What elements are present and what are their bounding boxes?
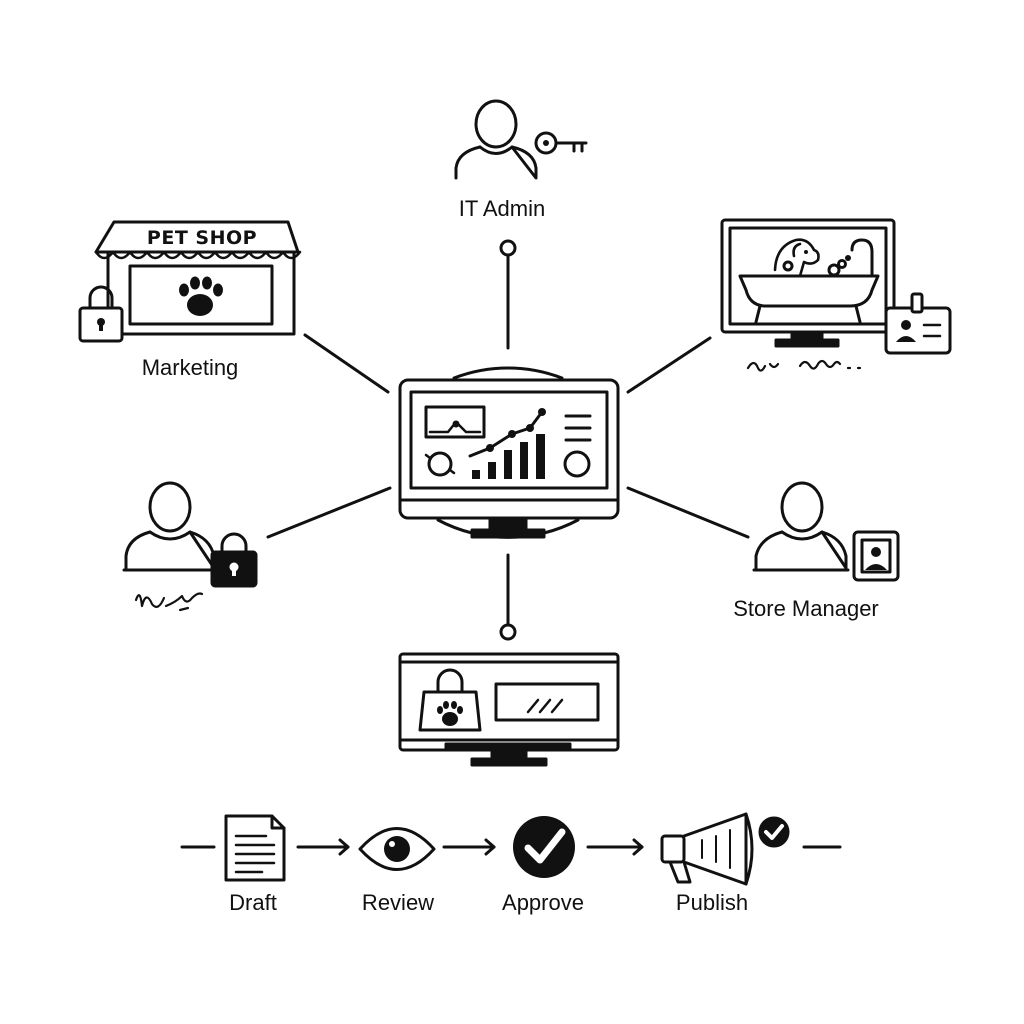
handwriting-scribble — [746, 359, 862, 372]
shopping-bag-monitor-icon — [398, 652, 620, 767]
connector-lines — [266, 239, 750, 641]
connector-marketing — [303, 333, 390, 394]
workflow-step-publish-label: Publish — [675, 890, 749, 915]
eye-icon — [358, 827, 436, 871]
padlock-icon — [210, 532, 258, 588]
connector-grooming — [626, 336, 712, 394]
paw-print-icon — [437, 701, 463, 726]
workflow-step-approve-label: Approve — [502, 890, 584, 915]
user-id-badge-icon — [752, 481, 900, 582]
pet-shop-sign-text: PET SHOP — [147, 227, 257, 249]
connector-node-top — [499, 239, 517, 257]
store-manager-label: Store Manager — [733, 596, 879, 621]
marketing-label: Marketing — [141, 355, 239, 380]
pet-bath-monitor-icon — [720, 218, 952, 355]
megaphone-check-icon — [660, 812, 793, 886]
handwriting-scribble — [134, 592, 204, 612]
workflow-step-draft-label: Draft — [229, 890, 277, 915]
connector-store-manager — [626, 486, 750, 539]
workflow-step-review-label: Review — [361, 890, 435, 915]
padlock-icon — [78, 285, 124, 343]
user-lock-icon — [122, 481, 258, 588]
it-admin-label: IT Admin — [458, 196, 546, 221]
arrow-icon — [442, 838, 496, 856]
user-key-icon — [454, 99, 588, 180]
connector-node-bottom — [499, 623, 517, 641]
id-badge-icon — [852, 530, 900, 582]
workflow-row — [180, 812, 842, 886]
arrow-icon — [586, 838, 644, 856]
paw-print-icon — [179, 276, 223, 316]
pet-shop-lock-icon — [78, 220, 302, 343]
connector-staff — [266, 486, 392, 539]
check-circle-icon — [513, 816, 575, 878]
id-badge-icon — [884, 292, 952, 355]
arrow-icon — [296, 838, 350, 856]
document-icon — [224, 814, 286, 882]
analytics-dashboard-monitor-icon — [398, 366, 620, 539]
